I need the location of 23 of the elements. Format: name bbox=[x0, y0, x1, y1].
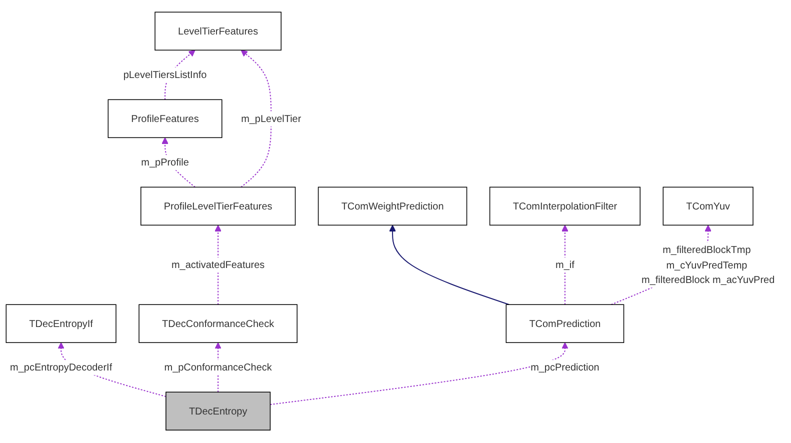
edge-label: m_pConformanceCheck bbox=[164, 362, 272, 374]
edge-label: m_if bbox=[556, 259, 574, 271]
edge-label: m_pLevelTier bbox=[241, 113, 302, 125]
arrow bbox=[240, 50, 272, 188]
node-box: ProfileLevelTierFeatures bbox=[140, 187, 296, 226]
edge-label: m_filteredBlockTmp m_cYuvPredTemp m_filteredBlock m_acYuvPred bbox=[642, 244, 775, 286]
node-box: TComPrediction bbox=[506, 304, 624, 344]
node-box: TDecEntropy bbox=[166, 392, 271, 431]
node-box: TComYuv bbox=[662, 187, 754, 226]
edge-label: m_pcPrediction bbox=[530, 362, 600, 374]
arrow bbox=[562, 225, 568, 306]
edge-label: pLevelTiersListInfo bbox=[123, 69, 207, 81]
node-box: LevelTierFeatures bbox=[154, 12, 282, 51]
node-box: TComWeightPrediction bbox=[318, 187, 468, 226]
node-box: TDecEntropyIf bbox=[6, 304, 116, 344]
edge-label: m_activatedFeatures bbox=[171, 259, 265, 271]
edge-label: m_pProfile bbox=[141, 156, 189, 168]
node-box: TComInterpolationFilter bbox=[489, 187, 640, 226]
node-box: ProfileFeatures bbox=[108, 100, 222, 138]
arrow bbox=[389, 225, 510, 306]
arrow bbox=[270, 342, 568, 406]
node-box: TDecConformanceCheck bbox=[138, 304, 298, 344]
edge-label: m_pcEntropyDecoderIf bbox=[10, 362, 112, 374]
